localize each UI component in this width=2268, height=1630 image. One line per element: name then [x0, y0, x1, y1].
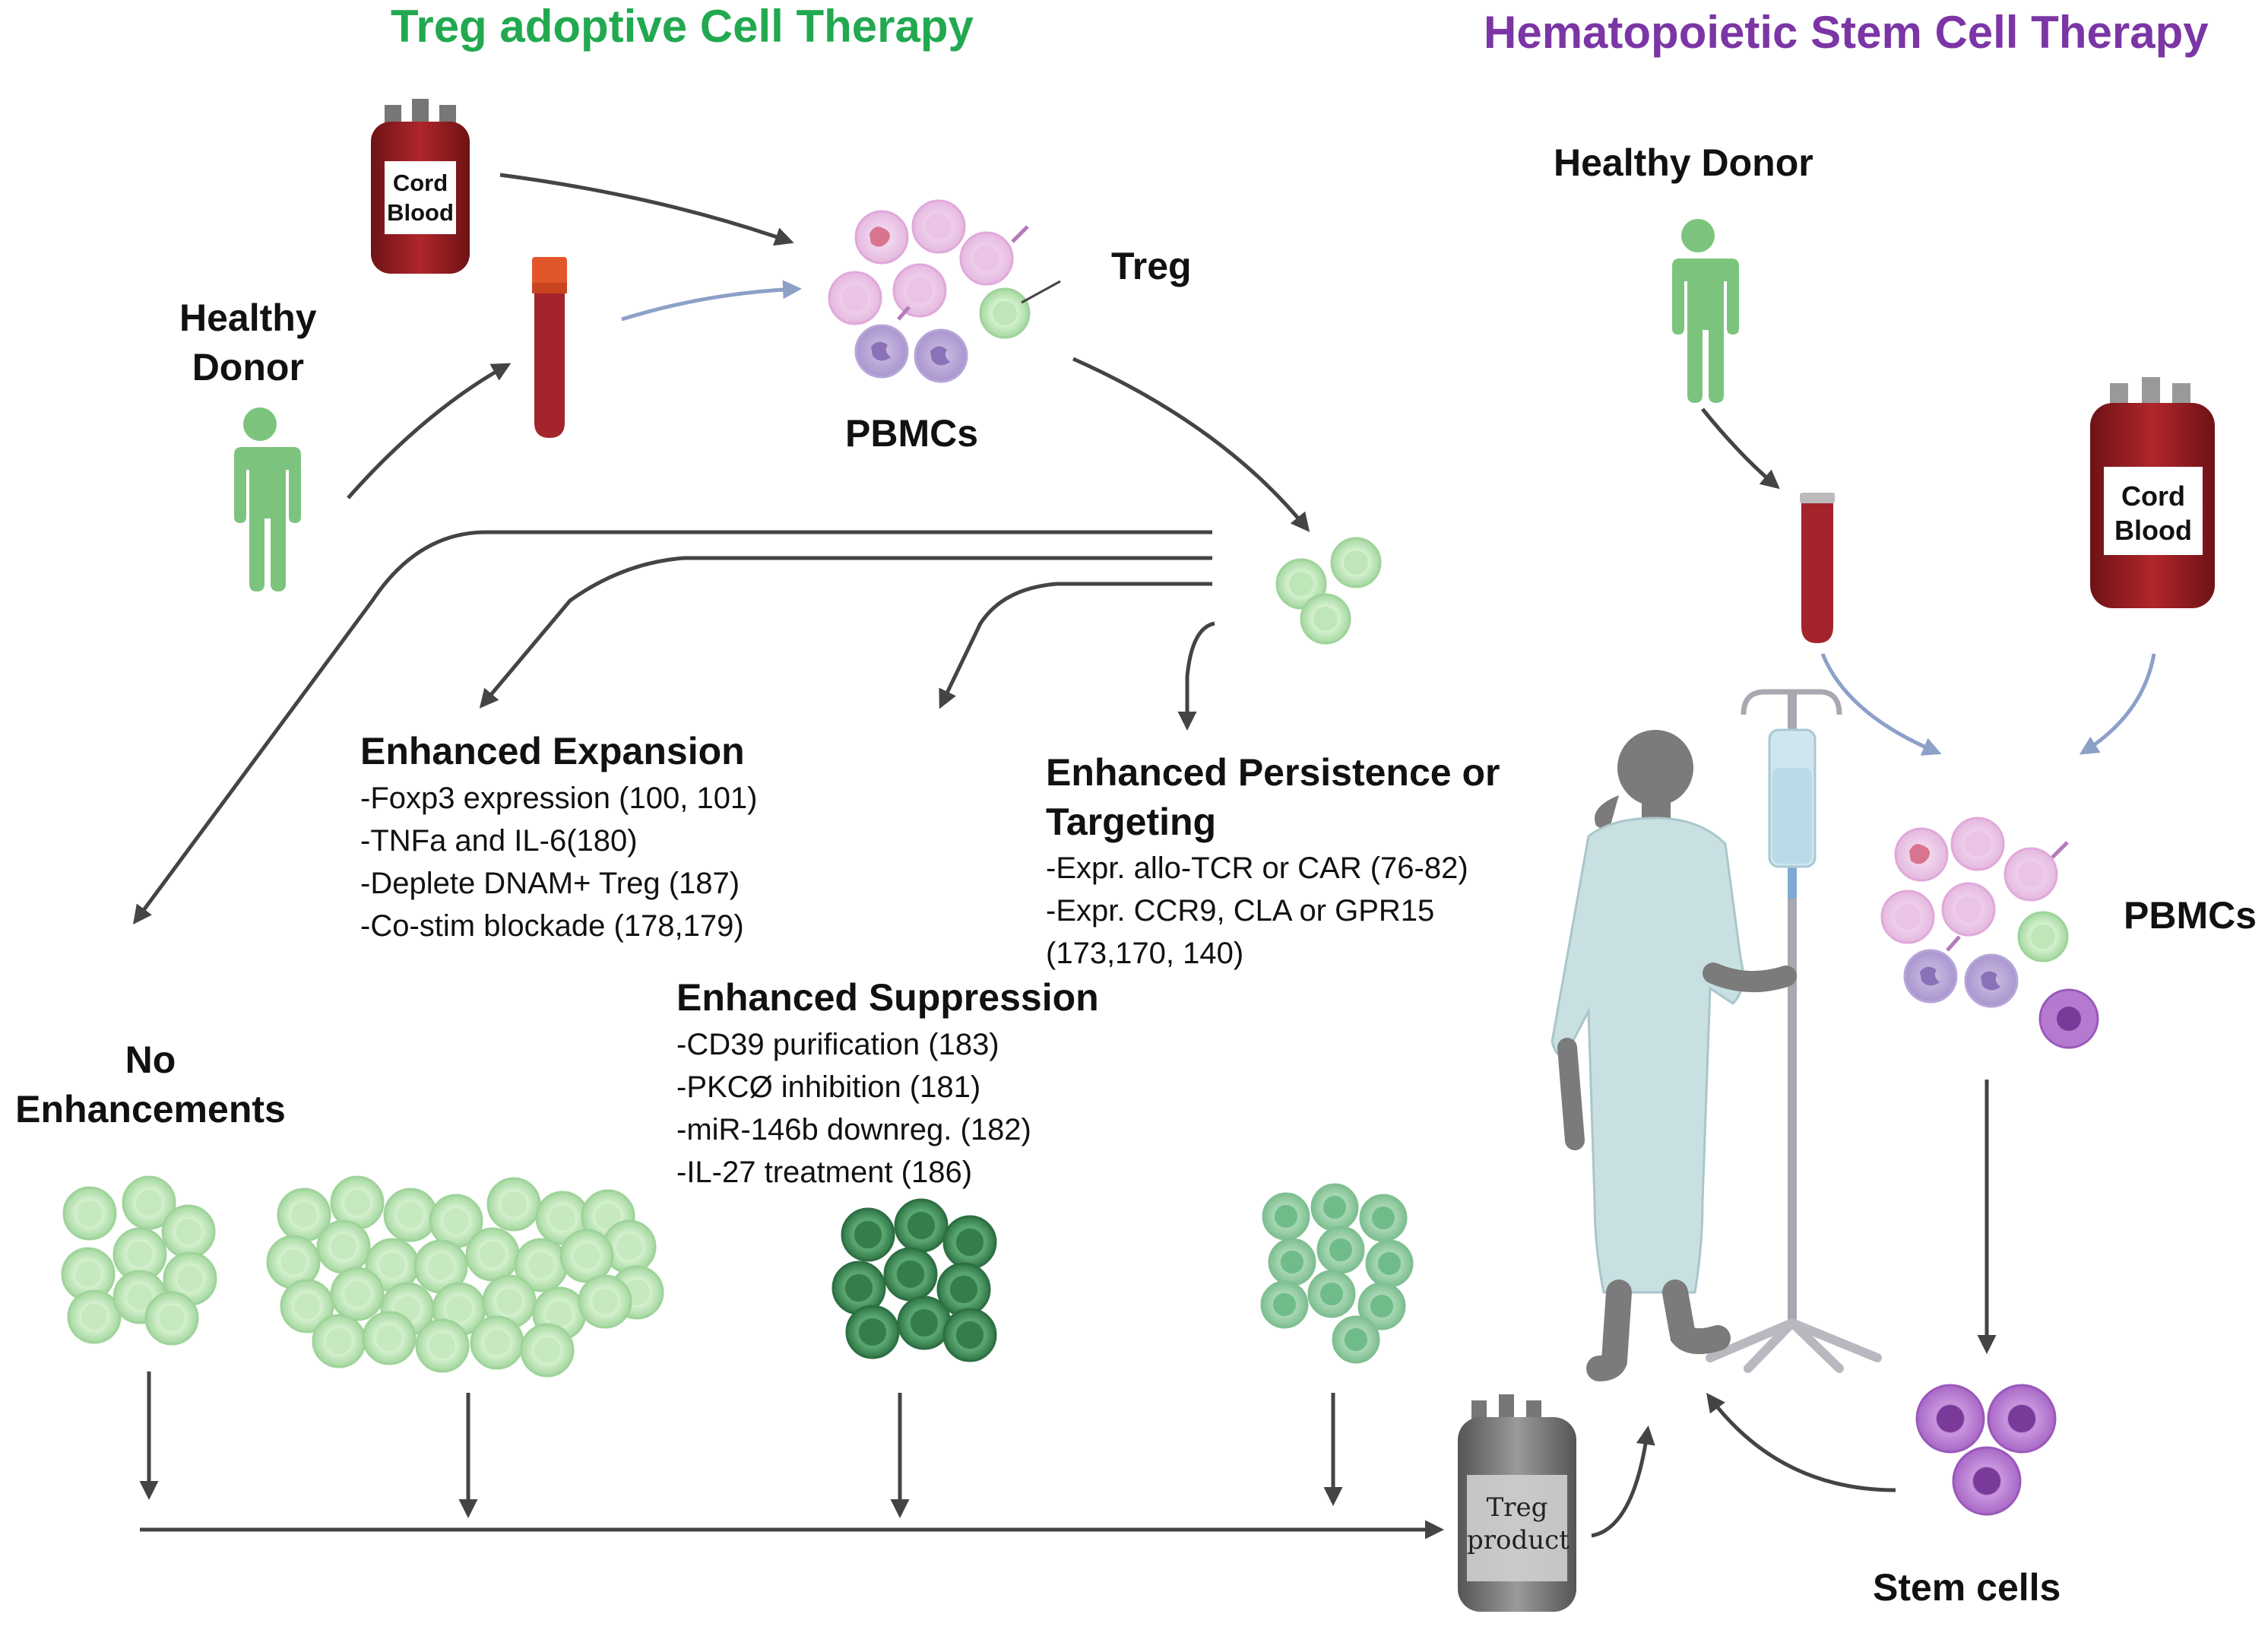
arrow-to-no-enhancements	[133, 530, 1212, 925]
treg-label: Treg	[1111, 245, 1192, 287]
enhanced-persistence-title: Enhanced Persistence or Targeting	[1046, 748, 1500, 847]
suppressive-cells-icon	[831, 1198, 997, 1362]
arrow-stemcells-to-patient	[1706, 1392, 1896, 1492]
pbmc-cluster-icon	[828, 199, 1031, 383]
persistence-title-line2: Targeting	[1046, 801, 1217, 843]
expansion-item: -Co-stim blockade (178,179)	[360, 909, 744, 943]
persistence-item: -Expr. CCR9, CLA or GPR15	[1046, 894, 1435, 928]
expansion-item: -TNFa and IL-6(180)	[360, 824, 638, 858]
enhanced-suppression-list: -CD39 purification (183) -PKCØ inhibitio…	[676, 1023, 1031, 1194]
persistent-cells-icon	[1260, 1183, 1414, 1364]
healthy-donor-right-icon	[1665, 219, 1739, 403]
pbmcs-label: PBMCs	[845, 412, 979, 455]
arrow-cordblood-to-pbmc	[499, 173, 794, 246]
arrow-to-persistence	[1177, 621, 1215, 731]
cord-blood-label-line2: Blood	[387, 198, 454, 226]
no-enhancement-cells-icon	[61, 1175, 217, 1346]
enhanced-expansion-list: -Foxp3 expression (100, 101) -TNFa and I…	[360, 777, 758, 947]
treg-product-line2: product	[1467, 1524, 1570, 1555]
expanded-cells-icon	[266, 1175, 664, 1378]
treg-product-line1: Treg	[1486, 1492, 1548, 1523]
suppression-item: -CD39 purification (183)	[676, 1028, 999, 1061]
blood-tube-right-icon	[1800, 493, 1835, 643]
enhanced-expansion-title: Enhanced Expansion	[360, 730, 745, 772]
healthy-donor-line2: Donor	[192, 346, 304, 388]
cord-blood-right-line2: Blood	[2114, 515, 2192, 546]
arrow-donor-to-tube	[347, 363, 512, 499]
healthy-donor-line1: Healthy	[179, 297, 317, 339]
cord-blood-label-line1: Cord	[392, 170, 448, 196]
title-hsc-therapy: Hematopoietic Stem Cell Therapy	[1484, 7, 2209, 58]
no-enhancements-line2: Enhancements	[15, 1088, 286, 1131]
treg-pointer-line	[1021, 280, 1061, 304]
patient-icon	[1551, 730, 1797, 1381]
persistence-item: -Expr. allo-TCR or CAR (76-82)	[1046, 851, 1468, 885]
iv-stand-icon	[1706, 689, 1882, 1373]
title-treg-therapy: Treg adoptive Cell Therapy	[391, 1, 974, 52]
arrow-tube-to-pbmc-right	[1820, 653, 1942, 756]
blood-tube-icon	[532, 257, 567, 438]
pbmcs-right-label: PBMCs	[2124, 894, 2257, 937]
arrow-donor-to-tube-right	[1701, 408, 1780, 490]
arrow-to-expansion	[479, 556, 1212, 709]
healthy-donor-label: Healthy Donor	[179, 293, 317, 392]
treg-product-label: Treg product	[1467, 1492, 1570, 1556]
enhanced-persistence-list: -Expr. allo-TCR or CAR (76-82) -Expr. CC…	[1046, 847, 1468, 975]
cord-blood-right-label: Cord Blood	[2104, 479, 2203, 547]
cord-blood-right-line1: Cord	[2121, 480, 2185, 512]
stem-cells-label: Stem cells	[1873, 1566, 2061, 1609]
pbmc-cluster-right-icon	[1880, 817, 2099, 1049]
stem-cells-icon	[1915, 1384, 2057, 1516]
persistence-item: (173,170, 140)	[1046, 937, 1244, 970]
arrow-to-suppression	[939, 582, 1212, 709]
arrow-treg-to-patient	[1591, 1425, 1655, 1538]
expansion-item: -Deplete DNAM+ Treg (187)	[360, 867, 740, 900]
isolated-treg-cluster-icon	[1275, 537, 1382, 645]
arrow-tube-to-pbmc	[621, 280, 802, 322]
treg-product-bag-icon	[1458, 1394, 1576, 1612]
cord-blood-bag-right-icon	[2090, 377, 2215, 608]
cord-blood-label: Cord Blood	[385, 169, 456, 228]
expansion-item: -Foxp3 expression (100, 101)	[360, 782, 758, 815]
cord-blood-bag-icon	[371, 99, 470, 274]
healthy-donor-icon	[226, 408, 301, 591]
arrow-cordblood-to-pbmc-right	[2079, 653, 2156, 755]
enhanced-suppression-title: Enhanced Suppression	[676, 976, 1099, 1019]
no-enhancements-line1: No	[125, 1039, 176, 1081]
suppression-item: -miR-146b downreg. (182)	[676, 1113, 1031, 1146]
arrow-pbmc-to-treg-isolated	[1072, 357, 1310, 532]
healthy-donor-right-label: Healthy Donor	[1554, 141, 1813, 184]
no-enhancements-label: No Enhancements	[0, 1035, 301, 1134]
persistence-title-line1: Enhanced Persistence or	[1046, 751, 1500, 794]
suppression-item: -IL-27 treatment (186)	[676, 1156, 973, 1189]
suppression-item: -PKCØ inhibition (181)	[676, 1070, 981, 1104]
